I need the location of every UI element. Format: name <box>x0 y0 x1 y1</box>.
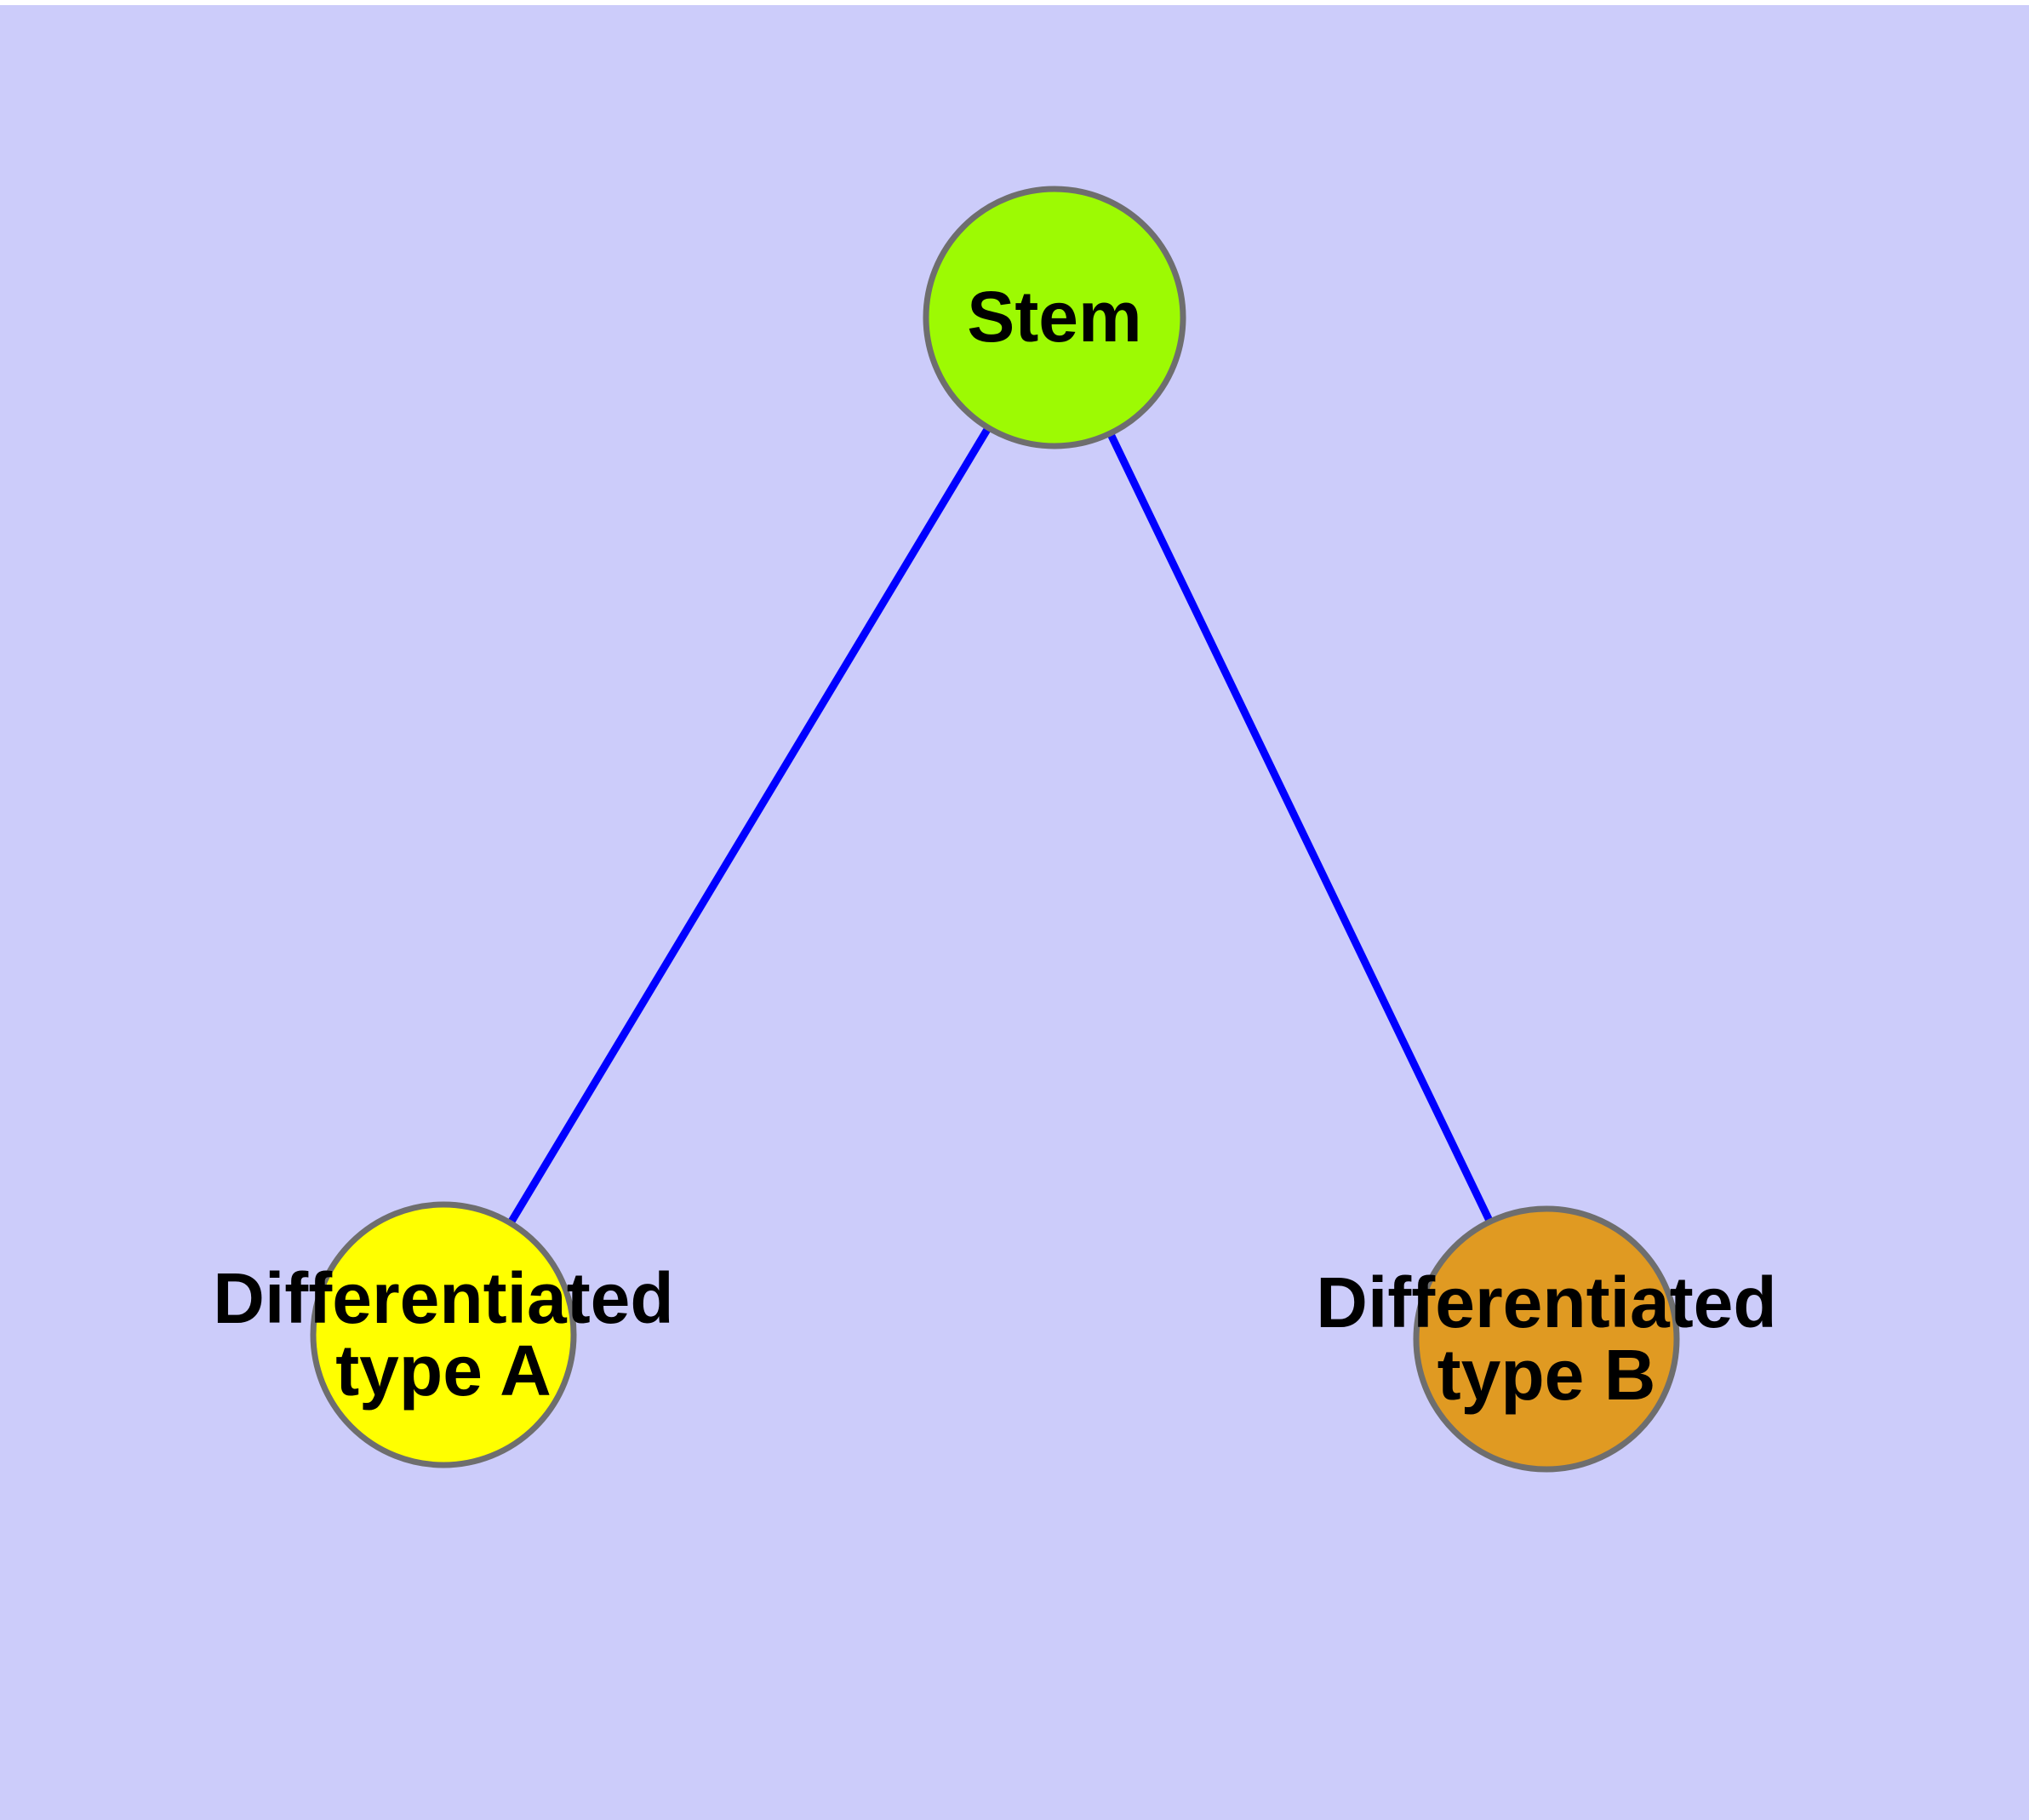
graph-node-stem[interactable] <box>923 186 1186 449</box>
edge-layer <box>440 315 1551 1341</box>
graph-node-diff_a[interactable] <box>310 1201 577 1468</box>
graph-edge-stem-to-diff_a <box>440 315 1058 1337</box>
node-layer <box>310 186 1680 1473</box>
top-trim-strip <box>0 0 2029 5</box>
graph-edge-stem-to-diff_b <box>1050 316 1551 1341</box>
graph-node-diff_b[interactable] <box>1413 1205 1680 1473</box>
